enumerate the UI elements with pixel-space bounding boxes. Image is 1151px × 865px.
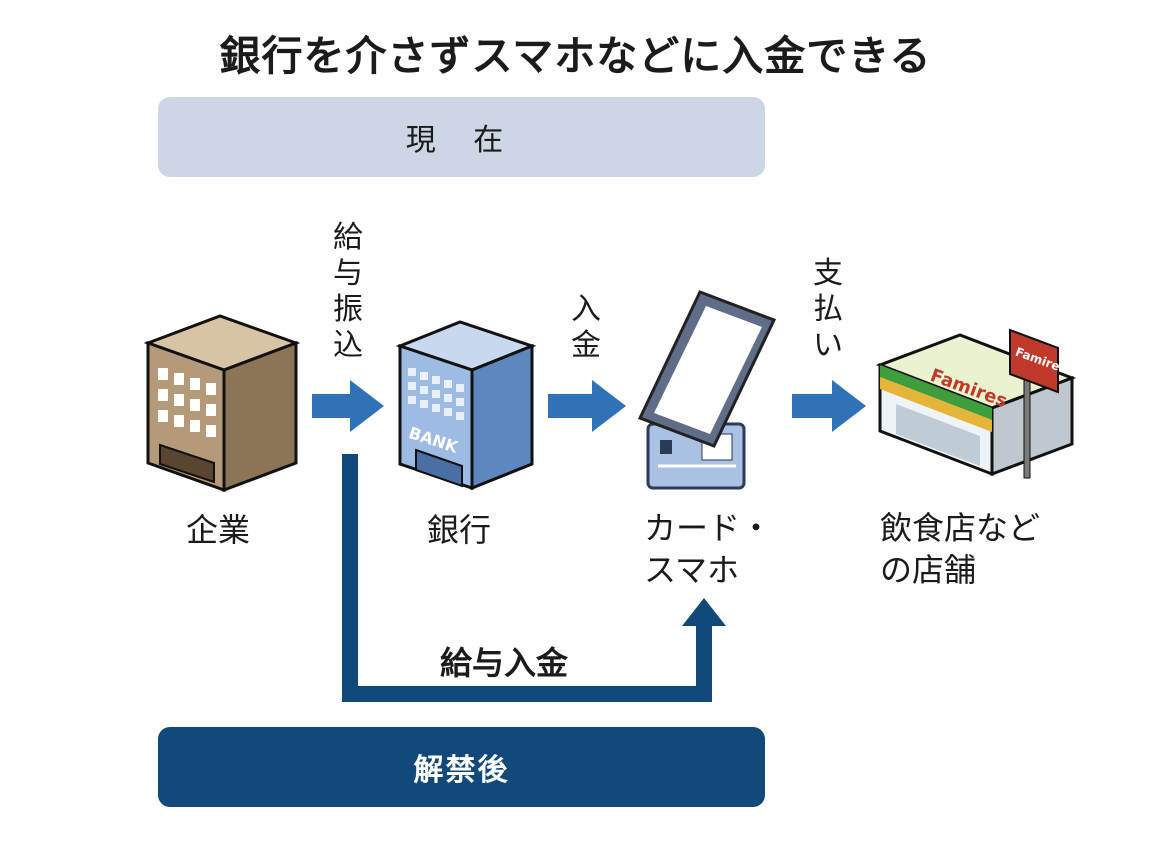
salary-transfer-arrow-icon (312, 380, 384, 432)
smartphone-icon (637, 290, 777, 448)
store-label-line2: の店舗 (880, 551, 977, 589)
card-phone-label-line1: カード・ (644, 509, 773, 547)
deposit-arrow-icon (548, 380, 626, 432)
bank-label: 銀行 (427, 511, 492, 549)
store-label-line1: 飲食店など (880, 509, 1041, 547)
salary-transfer-label: 給与振込 (333, 220, 363, 363)
deposit-label: 入金 (571, 292, 601, 363)
diagram-title: 銀行を介さずスマホなどに入金できる (219, 32, 932, 80)
card-phone-label-line2: スマホ (644, 551, 740, 589)
bank-building-icon (395, 320, 537, 491)
store-icon: Famires Famires (875, 328, 1077, 479)
company-label: 企業 (186, 511, 251, 549)
salary-deposit-label: 給与入金 (440, 644, 569, 682)
current-banner: 現 在 (158, 97, 765, 177)
payment-arrow-icon (792, 380, 866, 432)
after-banner: 解禁後 (158, 727, 765, 807)
company-building-icon (143, 314, 301, 493)
payment-label: 支払い (813, 256, 843, 363)
